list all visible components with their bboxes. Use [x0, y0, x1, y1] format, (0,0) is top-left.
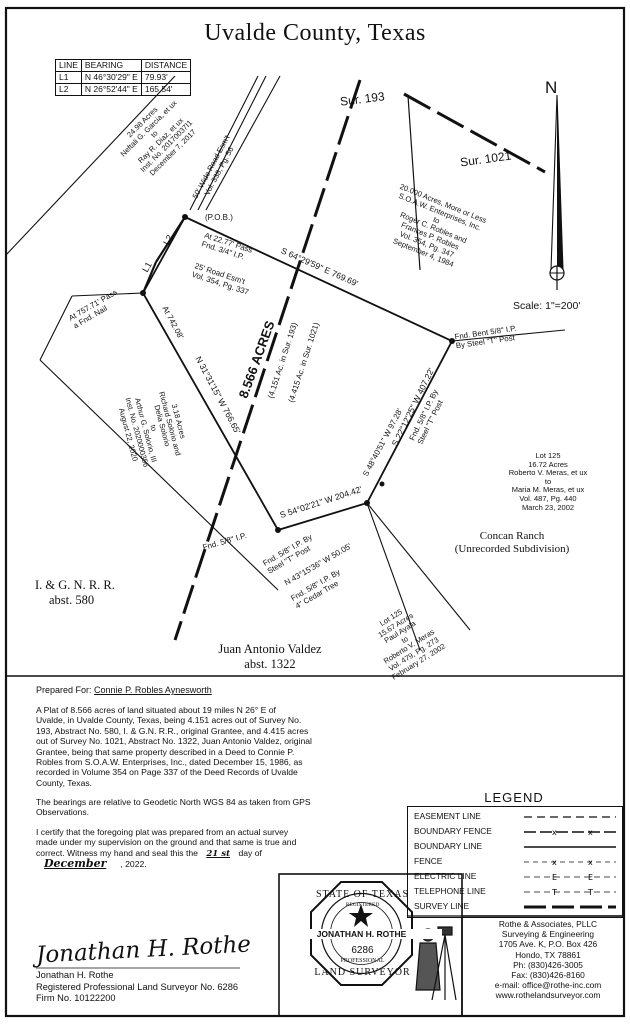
svg-text:T: T [587, 888, 593, 897]
seal-land-surveyor: LAND SURVEYOR [314, 967, 411, 978]
plat-description: A Plat of 8.566 acres of land situated a… [36, 705, 312, 788]
line-table-cell: 165.54' [140, 83, 192, 96]
legend-item: BOUNDARY LINE [414, 840, 618, 854]
seal-registered: REGISTERED [345, 902, 380, 908]
line-table-col-header: LINE [55, 59, 82, 72]
firm-address: 1705 Ave. K, P.O. Box 426 [498, 939, 598, 950]
survey-lines [173, 79, 546, 641]
surveyor-credentials: Jonathan H. Rothe Registered Professiona… [36, 970, 239, 1003]
firm-city: Hondo, TX 78861 [515, 949, 581, 960]
prepared-for: Prepared For: Connie P. Robles Ayneswort… [36, 685, 212, 695]
seal-name: JONATHAN H. ROTHE [281, 929, 442, 939]
firm-phone: Ph: (830)426-3005 [513, 959, 583, 970]
survey-line-symbol [524, 905, 616, 909]
line-table-header: LINE BEARING DISTANCE [55, 59, 192, 72]
north-label: N [545, 78, 558, 97]
prepared-for-name: Connie P. Robles Aynesworth [94, 685, 212, 695]
firm-website: www.rothelandsurveyor.com [495, 990, 601, 1001]
seal-professional: PROFESSIONAL [340, 958, 385, 964]
certification: I certify that the foregoing plat was pr… [36, 827, 297, 871]
line-table-cell: N 26°52'44" E [80, 83, 142, 96]
firm-info: Rothe & Associates, PLLC Surveying & Eng… [472, 919, 624, 1001]
valdez-abstract-label: Juan Antonio Valdez abst. 1322 [218, 642, 322, 671]
legend-item: EASEMENT LINE [414, 810, 618, 824]
line-table-cell: L1 [55, 71, 82, 84]
firm-tag: Surveying & Engineering [501, 929, 595, 940]
certify-year: , 2022. [120, 859, 147, 870]
firm-box [461, 915, 625, 1017]
svg-text:x: x [588, 828, 593, 837]
svg-text:x: x [588, 858, 593, 867]
pob-label: (P.O.B.) [205, 213, 233, 222]
tract-boundary [141, 215, 454, 532]
adjoiner-lines [5, 75, 566, 651]
line-table-row: L2 N 26°52'44" E 165.54' [55, 83, 192, 96]
bearings-note: The bearings are relative to Geodetic No… [36, 797, 311, 818]
legend-title: LEGEND [484, 790, 544, 805]
line-table-cell: N 46°30'29" E [80, 71, 142, 84]
concan-ranch-label: Concan Ranch (Unrecorded Subdivision) [454, 530, 570, 555]
ignrr-abstract-label: I. & G. N. R. R. abst. 580 [35, 578, 115, 607]
certify-day: 21 st [206, 848, 231, 859]
monuments [140, 214, 455, 533]
north-arrow [549, 94, 565, 290]
boundary-line-symbol [524, 846, 616, 848]
svg-text:T: T [551, 888, 557, 897]
easement-line-symbol [524, 816, 616, 818]
line-table-col-header: DISTANCE [140, 59, 192, 72]
line-table: LINE BEARING DISTANCE L1 N 46°30'29" E 7… [55, 59, 192, 96]
seal-state: STATE OF TEXAS [315, 889, 410, 900]
firm-email: e-mail: office@rothe-inc.com [494, 980, 602, 991]
line-table-row: L1 N 46°30'29" E 79.93' [55, 71, 192, 84]
line-table-col-header: BEARING [80, 59, 142, 72]
survey-divider [407, 95, 421, 271]
svg-text:x: x [552, 828, 557, 837]
legend-item: SURVEY LINE [414, 900, 618, 914]
svg-text:x: x [552, 858, 557, 867]
line-table-cell: L2 [55, 83, 82, 96]
prepared-for-label: Prepared For: [36, 685, 92, 695]
svg-text:E: E [588, 873, 593, 882]
firm-name: Rothe & Associates, PLLC [498, 919, 598, 929]
certify-month: December [44, 857, 107, 871]
scale-label: Scale: 1"=200' [513, 300, 581, 312]
svg-text:E: E [552, 873, 557, 882]
seal-number: 6286 [351, 945, 374, 956]
firm-fax: Fax: (830)426-8160 [511, 970, 585, 981]
page-title: Uvalde County, Texas [204, 20, 426, 46]
lot-125-meras-label: Lot 125 16.72 Acres Roberto V. Meras, et… [508, 451, 588, 512]
